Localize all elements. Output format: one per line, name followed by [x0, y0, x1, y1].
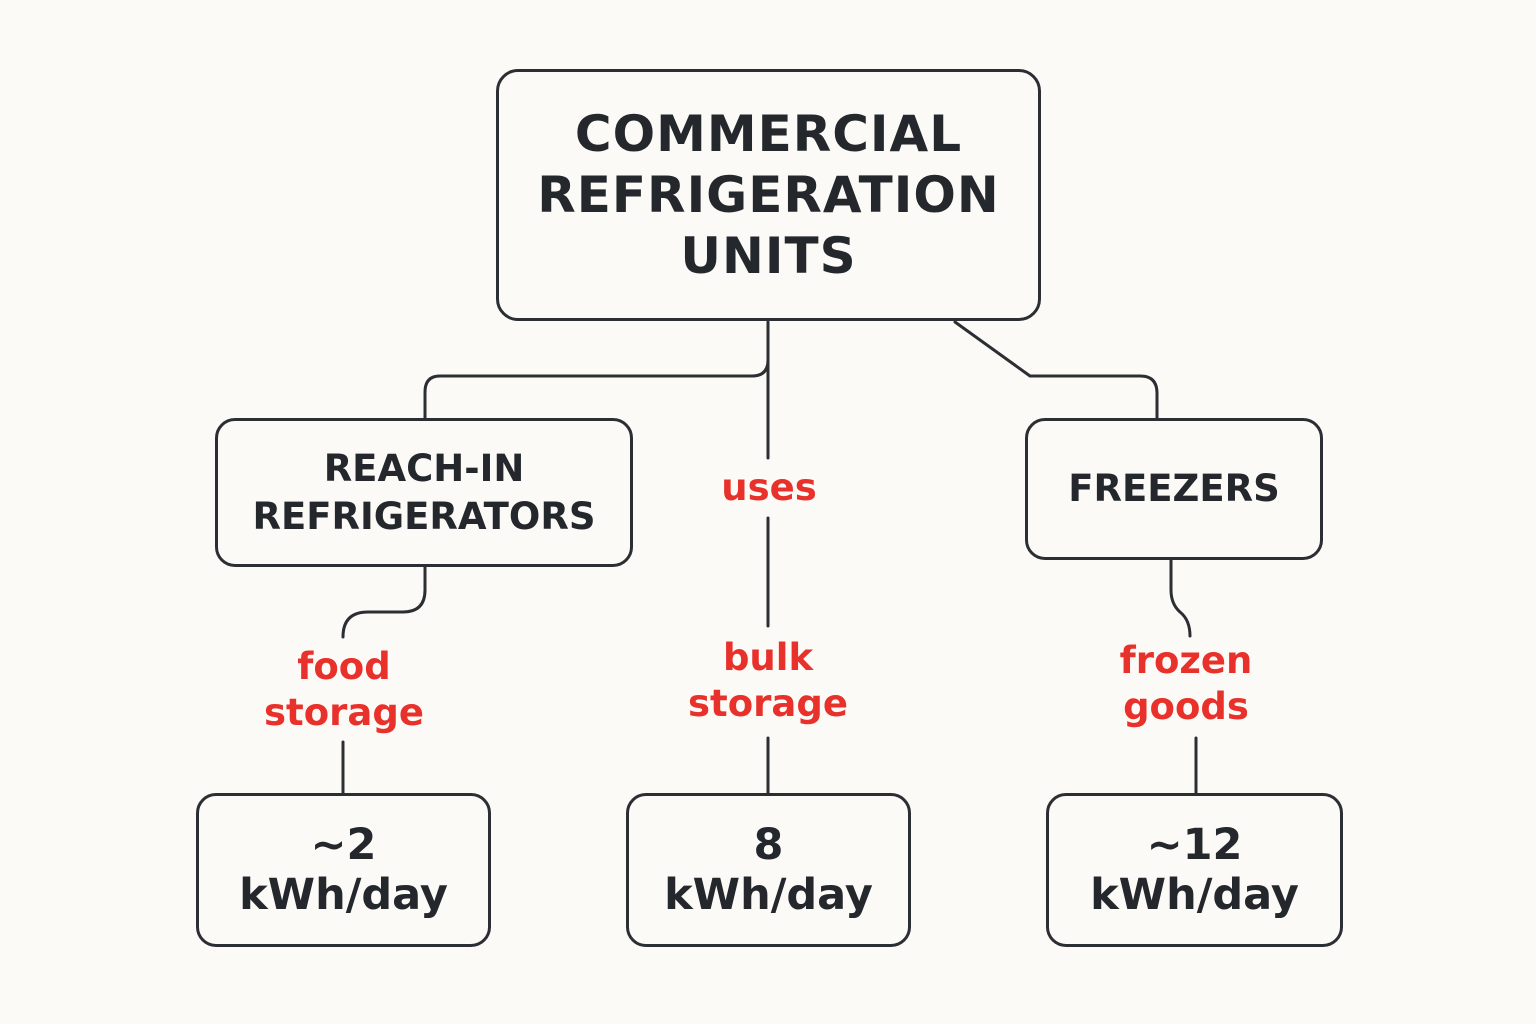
edge-label-line: storage	[264, 691, 424, 734]
category-label-line: REACH-IN	[323, 446, 525, 490]
value-unit: kWh/day	[664, 870, 873, 920]
category-node-reach-in-refrigerators: REACH-IN REFRIGERATORS	[215, 418, 633, 567]
connector-root-to-reachin	[423, 320, 770, 420]
root-title-line: UNITS	[680, 226, 857, 285]
value-number: ~12	[1146, 820, 1243, 870]
root-title-line: COMMERCIAL	[574, 104, 963, 163]
value-node-freezers-energy: ~12 kWh/day	[1046, 793, 1343, 947]
value-number: ~2	[310, 820, 377, 870]
connector-root-to-freezers	[953, 320, 1159, 420]
value-number: 8	[753, 820, 784, 870]
edge-label-line: frozen	[1119, 639, 1253, 682]
edge-label-uses: uses	[715, 465, 823, 511]
connector-freezers-to-frozen-goods	[1169, 558, 1192, 638]
value-unit: kWh/day	[239, 870, 448, 920]
category-label-line: FREEZERS	[1068, 467, 1280, 510]
root-title-line: REFRIGERATION	[537, 165, 1000, 224]
value-node-reach-in-energy: ~2 kWh/day	[196, 793, 491, 947]
edge-label-frozen-goods: frozen goods	[1113, 638, 1259, 730]
category-node-freezers: FREEZERS	[1025, 418, 1323, 560]
connector-reachin-to-food-storage	[341, 565, 427, 639]
edge-label-line: storage	[688, 682, 848, 725]
edge-label-line: uses	[721, 466, 817, 509]
edge-label-line: food	[297, 645, 391, 688]
value-unit: kWh/day	[1090, 870, 1299, 920]
edge-label-line: goods	[1123, 685, 1249, 728]
edge-label-food-storage: food storage	[258, 644, 430, 736]
value-node-bulk-storage-energy: 8 kWh/day	[626, 793, 911, 947]
category-label-line: REFRIGERATORS	[252, 494, 596, 538]
edge-label-line: bulk	[722, 636, 814, 679]
edge-label-bulk-storage: bulk storage	[682, 635, 854, 727]
root-node-commercial-refrigeration-units: COMMERCIAL REFRIGERATION UNITS	[496, 69, 1041, 321]
